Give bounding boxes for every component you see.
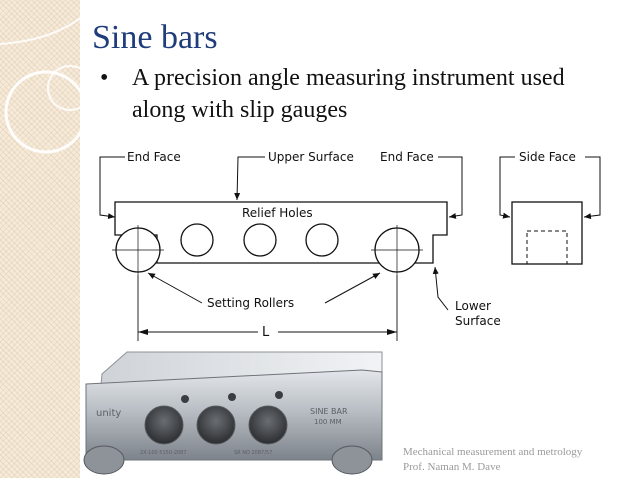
relief-hole [305,223,339,257]
photo-relief-hole [144,405,184,445]
sine-bar-diagram: End Face Upper Surface End Face Side Fac… [99,150,601,341]
side-view-hidden-roller [526,230,568,265]
photo-code-left: 2X-100 5150-2087 [140,450,187,456]
photo-small-hole [275,391,283,399]
decorative-arcs [0,7,93,154]
photo-roller-left [83,445,125,475]
relief-hole [180,223,214,257]
photo-small-hole [228,393,236,401]
upper-surface-leader [234,156,265,201]
sine-bar-photo: unity SINE BAR 100 MM 2X-100 5150-2087 S… [83,351,383,475]
photo-model-engraving: SINE BAR [310,407,348,416]
label-end-face-left: End Face [127,150,181,164]
label-length: L [262,325,270,340]
slide-footer: Mechanical measurement and metrology Pro… [403,445,633,475]
photo-relief-hole [248,405,288,445]
photo-code-right: SR NO 2087/57 [234,450,272,456]
length-arrow-left [138,329,148,335]
end-face-right-leader [438,156,463,219]
label-lower: Lower [455,299,491,313]
label-surface: Surface [455,314,501,328]
bullet-item: • A precision angle measuring instrument… [100,62,620,126]
bullet-marker: • [100,65,109,91]
side-face-leader-left [499,156,515,219]
side-view-outline [511,201,583,265]
photo-size-engraving: 100 MM [314,418,342,426]
relief-hole [243,223,277,257]
decorative-side-band [0,0,80,478]
bullet-text: A precision angle measuring instrument u… [132,65,565,123]
label-end-face-right: End Face [380,150,434,164]
page-title: Sine bars [92,19,218,56]
setting-rollers-leader-right [324,272,381,304]
photo-brand-engraving: unity [96,408,121,419]
photo-relief-hole [196,405,236,445]
label-side-face: Side Face [519,150,576,164]
side-face-leader-right [583,156,601,220]
label-setting-rollers: Setting Rollers [207,296,294,310]
label-upper-surface: Upper Surface [268,150,354,164]
footer-course: Mechanical measurement and metrology [403,446,583,458]
length-arrow-right [387,329,397,335]
lower-surface-leader [432,266,449,311]
setting-rollers-leader-left [147,272,203,304]
end-face-left-leader [99,156,125,220]
photo-small-hole [181,395,189,403]
photo-roller-right [331,445,373,475]
label-relief-holes: Relief Holes [242,206,313,220]
footer-author: Prof. Naman M. Dave [403,461,501,473]
